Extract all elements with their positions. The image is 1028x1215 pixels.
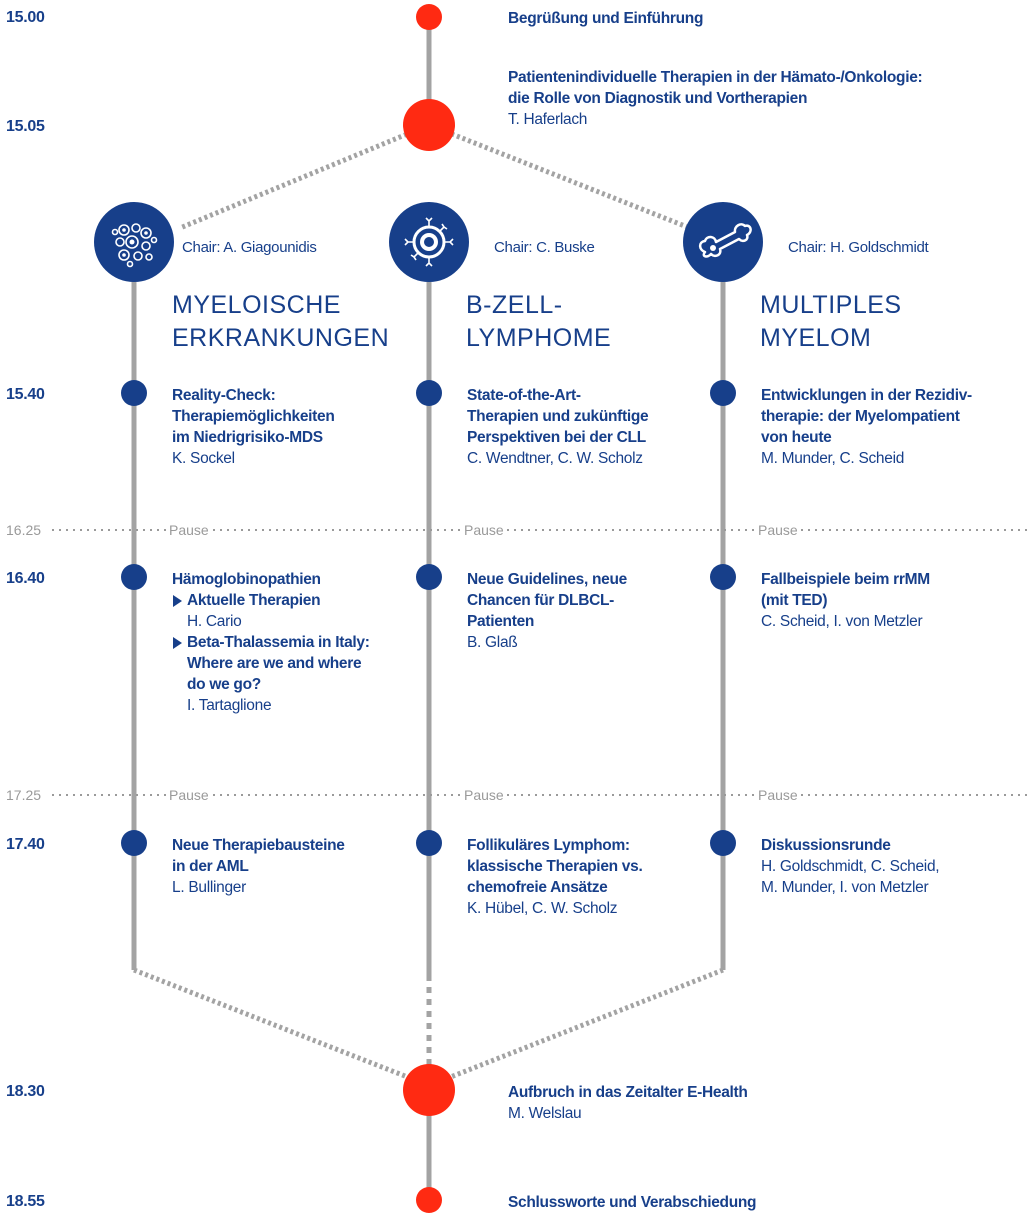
session-myeloid-2: Hämoglobinopathien Aktuelle Therapien H.… (172, 569, 412, 716)
dot-right-1540 (710, 380, 736, 406)
session-lymphoma-2: Neue Guidelines, neue Chancen für DLBCL-… (467, 569, 707, 653)
session-title: Hämoglobinopathien (172, 571, 321, 588)
session-speaker: C. Wendtner, C. W. Scholz (467, 450, 643, 467)
session-title: Neue Guidelines, neue Chancen für DLBCL-… (467, 571, 627, 630)
session-myeloma-3: Diskussionsrunde H. Goldschmidt, C. Sche… (761, 835, 1021, 898)
dot-left-1640 (121, 564, 147, 590)
session-speaker: K. Hübel, C. W. Scholz (467, 900, 618, 917)
pause-label: Pause (166, 786, 212, 804)
time-1505: 15.05 (6, 118, 45, 135)
time-1640: 16.40 (6, 570, 45, 587)
session-speaker: L. Bullinger (172, 879, 246, 896)
track-title-lymphoma: B-ZELL- LYMPHOME (466, 291, 612, 352)
pause-label: Pause (755, 786, 801, 804)
time-1740: 17.40 (6, 836, 45, 853)
ehealth-title: Aufbruch in das Zeitalter E-Health (508, 1084, 748, 1101)
time-1855: 18.55 (6, 1193, 45, 1210)
session-title: Neue Therapiebausteine in der AML (172, 837, 345, 875)
session-speaker: H. Goldschmidt, C. Scheid, M. Munder, I.… (761, 858, 940, 896)
session-title: Reality-Check: Therapiemöglichkeiten im … (172, 387, 335, 446)
keynote-title: Patientenindividuelle Therapien in der H… (508, 69, 923, 107)
dot-1830 (403, 1064, 455, 1116)
bone-icon (683, 202, 763, 282)
subsession-2: Beta-Thalassemia in Italy: Where are we … (172, 632, 412, 716)
cells-icon (94, 202, 174, 282)
session-speaker: B. Glaß (467, 634, 518, 651)
session-title: Diskussionsrunde (761, 837, 891, 854)
chair-lymphoma: Chair: C. Buske (494, 239, 595, 256)
session-myeloid-1: Reality-Check: Therapiemöglichkeiten im … (172, 385, 412, 469)
session-myeloma-2: Fallbeispiele beim rrMM (mit TED) C. Sch… (761, 569, 1021, 632)
pause-label: Pause (461, 786, 507, 804)
time-1625: 16.25 (6, 522, 42, 538)
branch-left-bottom (133, 967, 411, 1081)
triangle-bullet-icon (173, 637, 182, 649)
chair-myeloma: Chair: H. Goldschmidt (788, 239, 929, 256)
dot-left-1540 (121, 380, 147, 406)
dot-right-1740 (710, 830, 736, 856)
track-title-myeloma: MULTIPLES MYELOM (760, 291, 902, 352)
time-1500: 15.00 (6, 9, 45, 26)
session-speaker: K. Sockel (172, 450, 235, 467)
session-title: Entwicklungen in der Rezidiv- therapie: … (761, 387, 972, 446)
dot-1500 (416, 4, 442, 30)
branch-left-top (179, 122, 430, 231)
session-speaker: M. Munder, C. Scheid (761, 450, 905, 467)
triangle-bullet-icon (173, 595, 182, 607)
chair-myeloid: Chair: A. Giagounidis (182, 239, 317, 256)
ehealth-item: Aufbruch in das Zeitalter E-Health M. We… (508, 1082, 988, 1124)
branch-right-bottom (447, 967, 724, 1081)
branch-right-top (428, 122, 701, 235)
subsession-speaker: I. Tartaglione (187, 697, 272, 714)
time-1830: 18.30 (6, 1083, 45, 1100)
pause-label: Pause (461, 521, 507, 539)
subsession-speaker: H. Cario (187, 613, 242, 630)
time-1540: 15.40 (6, 386, 45, 403)
dot-left-1740 (121, 830, 147, 856)
subsession-title: Beta-Thalassemia in Italy: Where are we … (187, 634, 370, 693)
ehealth-speaker: M. Welslau (508, 1105, 582, 1122)
welcome-title: Begrüßung und Einführung (508, 10, 704, 27)
subsession-1: Aktuelle Therapien H. Cario (172, 590, 412, 632)
session-title: Fallbeispiele beim rrMM (mit TED) (761, 571, 930, 609)
dot-1855 (416, 1187, 442, 1213)
session-myeloma-1: Entwicklungen in der Rezidiv- therapie: … (761, 385, 1021, 469)
session-myeloid-3: Neue Therapiebausteine in der AML L. Bul… (172, 835, 412, 898)
session-title: Follikuläres Lymphom: klassische Therapi… (467, 837, 643, 896)
subsession-title: Aktuelle Therapien (187, 592, 321, 609)
pause-label: Pause (755, 521, 801, 539)
lymphocyte-icon (389, 202, 469, 282)
keynote-item: Patientenindividuelle Therapien in der H… (508, 67, 1008, 130)
session-title: State-of-the-Art- Therapien und zukünfti… (467, 387, 649, 446)
welcome-item: Begrüßung und Einführung (508, 8, 703, 29)
farewell-item: Schlussworte und Verabschiedung (508, 1192, 988, 1213)
dot-1505 (403, 99, 455, 151)
farewell-title: Schlussworte und Verabschiedung (508, 1194, 757, 1211)
session-speaker: C. Scheid, I. von Metzler (761, 613, 923, 630)
pause-label: Pause (166, 521, 212, 539)
session-lymphoma-3: Follikuläres Lymphom: klassische Therapi… (467, 835, 707, 919)
keynote-speaker: T. Haferlach (508, 111, 588, 128)
time-1725: 17.25 (6, 787, 42, 803)
dot-center-1740 (416, 830, 442, 856)
session-lymphoma-1: State-of-the-Art- Therapien und zukünfti… (467, 385, 707, 469)
dot-right-1640 (710, 564, 736, 590)
dot-center-1640 (416, 564, 442, 590)
track-title-myeloid: MYELOISCHE ERKRANKUNGEN (172, 291, 390, 352)
dot-center-1540 (416, 380, 442, 406)
